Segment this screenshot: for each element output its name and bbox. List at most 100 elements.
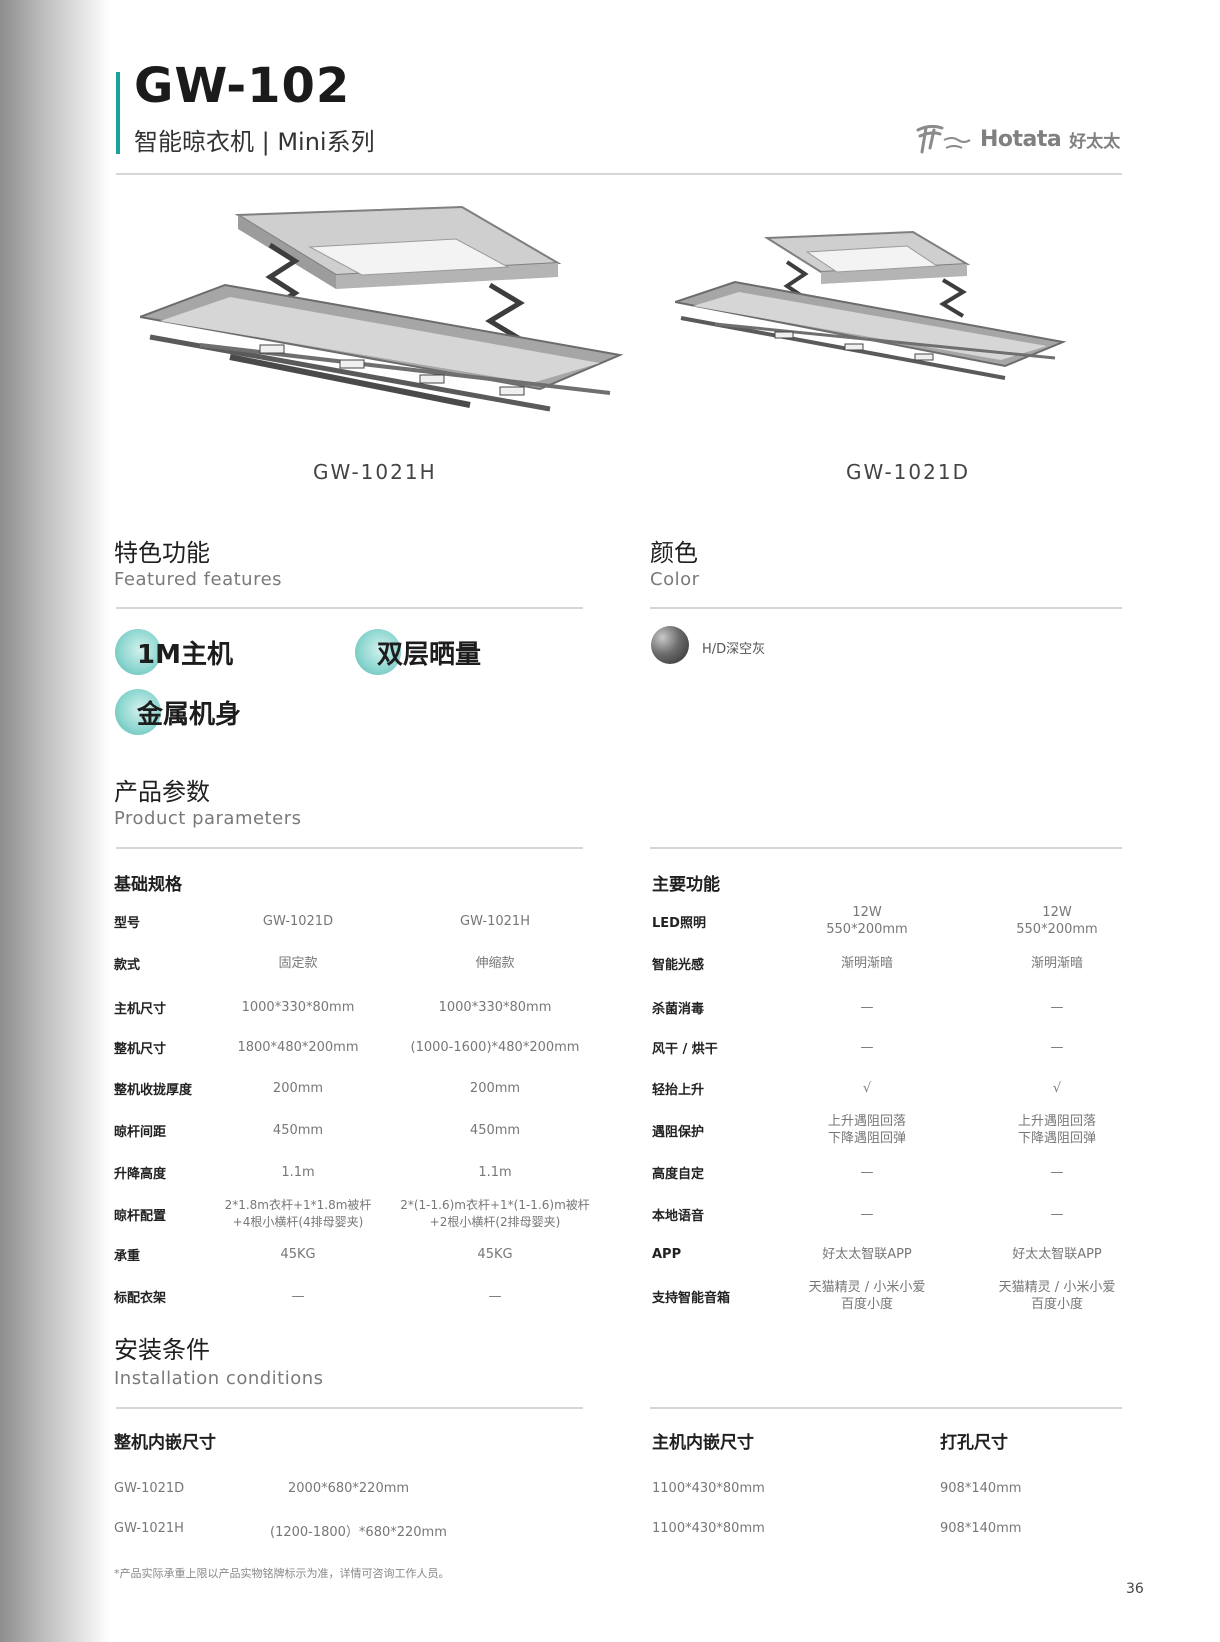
row-key: 本地语音 [652, 1208, 705, 1224]
row-value-1: 渐明渐暗 [840, 955, 893, 971]
row-value-1: — [860, 1039, 874, 1055]
product-label-gw1021h: GW-1021H [313, 460, 437, 484]
params-title-en: Product parameters [114, 808, 302, 829]
install-embed-size: (1200-1800）*680*220mm [270, 1525, 447, 1540]
brand-name-en: Hotata [980, 126, 1062, 152]
row-value-1: 200mm [272, 1080, 324, 1096]
row-key: APP [652, 1246, 682, 1262]
feature-item: 双层晒量 [355, 628, 481, 676]
install-hole-size: 908*140mm [940, 1481, 1022, 1496]
feature-item: 金属机身 [115, 688, 241, 736]
row-value-2: 450mm [469, 1122, 521, 1138]
row-key: 支持智能音箱 [652, 1290, 731, 1306]
table-row: 型号 GW-1021D GW-1021H [114, 901, 602, 941]
row-key: 智能光感 [652, 957, 705, 973]
page-title: GW-102 [134, 58, 351, 114]
row-key: 轻抬上升 [652, 1082, 705, 1098]
page-subtitle: 智能晾衣机 | Mini系列 [134, 128, 375, 156]
row-value-1: — [860, 1164, 874, 1180]
row-value-2: 2*(1-1.6)m衣杆+1*(1-1.6)m被杆 +2根小横杆(2排母婴夹) [400, 1198, 590, 1229]
row-key: 晾杆间距 [114, 1124, 167, 1140]
host-size-heading: 主机内嵌尺寸 [652, 1433, 754, 1453]
row-value-2: — [1050, 1206, 1064, 1222]
features-divider [116, 607, 583, 609]
row-value-1: √ [862, 1080, 872, 1096]
install-title-cn: 安装条件 [114, 1336, 210, 1364]
product-label-gw1021d: GW-1021D [846, 460, 970, 484]
table-row: 标配衣架 — — [114, 1276, 602, 1316]
row-value-1: — [291, 1288, 305, 1304]
row-value-1: 1800*480*200mm [237, 1039, 359, 1055]
table-row: 智能光感 渐明渐暗 渐明渐暗 [652, 943, 1152, 983]
color-title-en: Color [650, 569, 700, 590]
product-image-gw1021h [140, 205, 624, 412]
table-row: 杀菌消毒 — — [652, 987, 1152, 1027]
row-value-1: GW-1021D [262, 913, 334, 929]
page-number: 36 [1126, 1581, 1144, 1597]
row-key: 升降高度 [114, 1166, 167, 1182]
row-value-2: 好太太智联APP [1012, 1246, 1102, 1262]
features-title-en: Featured features [114, 569, 283, 590]
row-value-2: — [1050, 1164, 1064, 1180]
row-value-1: 450mm [272, 1122, 324, 1138]
row-value-2: 天猫精灵 / 小米小爱 百度小度 [998, 1280, 1116, 1312]
params-title-cn: 产品参数 [114, 778, 210, 806]
row-key: 风干 / 烘干 [652, 1041, 718, 1057]
install-title-en: Installation conditions [114, 1368, 324, 1389]
table-row: 本地语音 — — [652, 1194, 1152, 1234]
row-value-2: 45KG [477, 1246, 513, 1262]
title-accent-bar [116, 72, 120, 154]
feature-item: 1M主机 [115, 628, 233, 676]
row-value-1: 1000*330*80mm [241, 999, 355, 1015]
table-row: 升降高度 1.1m 1.1m [114, 1152, 602, 1192]
row-key: 整机尺寸 [114, 1041, 167, 1057]
install-embed-size: 2000*680*220mm [288, 1481, 410, 1496]
table-row: LED照明 12W 550*200mm 12W 550*200mm [652, 901, 1152, 941]
params-divider-right [650, 847, 1122, 849]
color-swatch-dark-grey [651, 626, 689, 664]
row-key: 整机收拢厚度 [114, 1082, 193, 1098]
row-value-1: 上升遇阻回落 下降遇阻回弹 [827, 1114, 906, 1146]
row-key: 款式 [114, 957, 141, 973]
row-value-2: — [488, 1288, 502, 1304]
product-image-gw1021d [675, 230, 1067, 380]
row-value-1: 天猫精灵 / 小米小爱 百度小度 [808, 1280, 926, 1312]
brand-emblem-icon [916, 124, 971, 154]
install-hole-size: 908*140mm [940, 1521, 1022, 1536]
basic-specs-heading: 基础规格 [114, 875, 182, 895]
table-row: APP 好太太智联APP 好太太智联APP [652, 1234, 1152, 1274]
table-row: 轻抬上升 √ √ [652, 1068, 1152, 1108]
table-row: 风干 / 烘干 — — [652, 1027, 1152, 1067]
color-swatch-label: H/D深空灰 [702, 642, 766, 657]
features-title-cn: 特色功能 [114, 539, 210, 567]
table-row: 承重 45KG 45KG [114, 1234, 602, 1274]
row-value-1: 好太太智联APP [822, 1246, 912, 1262]
row-value-1: 固定款 [278, 955, 318, 971]
table-row: 遇阻保护 上升遇阻回落 下降遇阻回弹 上升遇阻回落 下降遇阻回弹 [652, 1110, 1152, 1150]
feature-text: 双层晒量 [377, 639, 482, 670]
feature-dot-icon [355, 629, 401, 675]
params-divider-left [116, 847, 583, 849]
table-row: 整机收拢厚度 200mm 200mm [114, 1068, 602, 1108]
hole-size-heading: 打孔尺寸 [940, 1433, 1008, 1453]
table-row: 晾杆配置 2*1.8m衣杆+1*1.8m被杆 +4根小横杆(4排母婴夹) 2*(… [114, 1194, 602, 1234]
row-value-2: — [1050, 1039, 1064, 1055]
row-value-1: 12W 550*200mm [826, 905, 908, 937]
table-row: 支持智能音箱 天猫精灵 / 小米小爱 百度小度 天猫精灵 / 小米小爱 百度小度 [652, 1276, 1152, 1316]
table-row: 高度自定 — — [652, 1152, 1152, 1192]
row-key: 高度自定 [652, 1166, 705, 1182]
row-key: 标配衣架 [114, 1290, 167, 1306]
install-divider-right [650, 1407, 1122, 1409]
row-key: 承重 [114, 1248, 141, 1264]
color-title-cn: 颜色 [650, 539, 698, 567]
feature-text: 金属机身 [137, 699, 242, 730]
row-value-2: 200mm [469, 1080, 521, 1096]
row-value-2: 12W 550*200mm [1016, 905, 1098, 937]
brand-name-cn: 好太太 [1069, 131, 1121, 152]
install-host-size: 1100*430*80mm [652, 1481, 765, 1496]
header-divider [116, 173, 1122, 175]
footnote: *产品实际承重上限以产品实物铭牌标示为准，详情可咨询工作人员。 [114, 1567, 450, 1580]
row-value-2: 渐明渐暗 [1030, 955, 1083, 971]
feature-dot-icon [115, 629, 161, 675]
install-divider-left [116, 1407, 583, 1409]
